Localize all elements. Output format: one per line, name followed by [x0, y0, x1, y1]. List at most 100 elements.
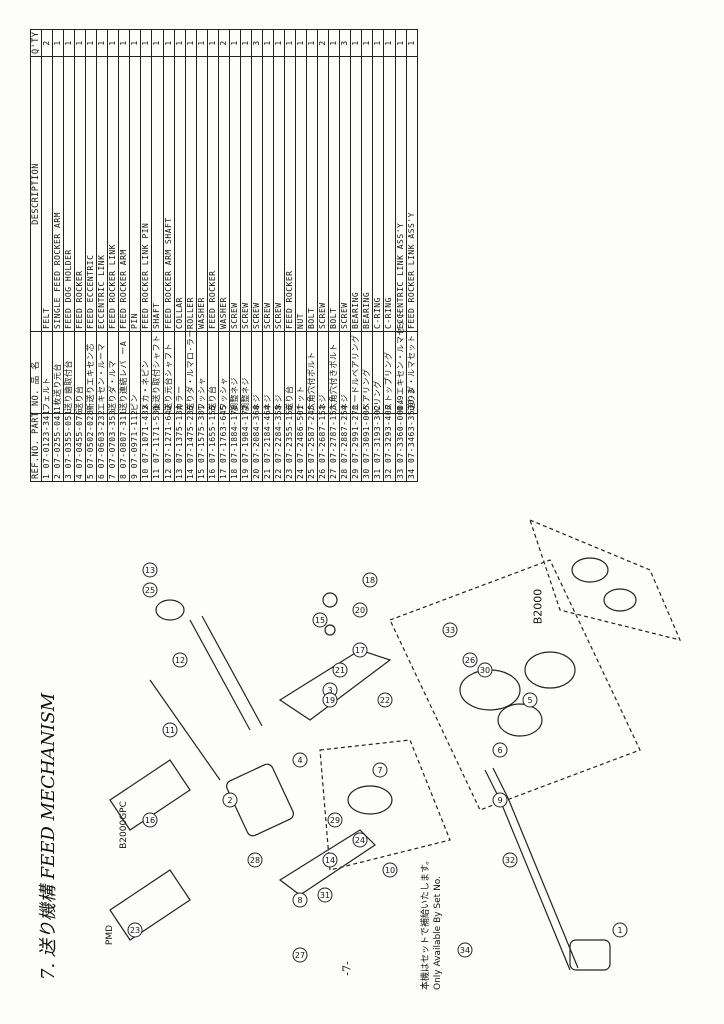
ref-no: 1 [42, 473, 52, 479]
ref-no: 8 [119, 473, 129, 479]
cell-description: SCREW [339, 56, 351, 332]
ref-no: 27 [329, 468, 339, 479]
part-no: 07-0971-112 [130, 409, 140, 469]
cell-qty: 1 [140, 29, 152, 57]
cell-qty: 3 [251, 29, 263, 57]
cell-description: WASHER [218, 56, 230, 332]
cell-jp-name: メカ・ネピン [140, 331, 152, 414]
callout-circle [142, 582, 158, 598]
cell-ref-part: 34 07-3463-3530-2 [406, 389, 418, 482]
cell-qty: 2 [218, 29, 230, 57]
cell-qty: 1 [350, 29, 362, 57]
callout-number: 32 [505, 856, 515, 865]
ref-no: 3 [64, 473, 74, 479]
parts-table-area: REF.NO. PART NO. 品 名 DESCRIPTION Q'TY 1 … [30, 29, 418, 482]
part-no: 07-1171-531 [152, 404, 162, 464]
cell-ref-part: 29 07-2991-270 [350, 405, 362, 482]
cell-qty: 1 [240, 29, 252, 57]
table-header-row: REF.NO. PART NO. 品 名 DESCRIPTION Q'TY [30, 29, 42, 482]
parts-table: REF.NO. PART NO. 品 名 DESCRIPTION Q'TY 1 … [30, 29, 418, 482]
cell-description: FEED DOG HOLDER [63, 56, 75, 332]
cell-qty: 1 [372, 29, 384, 57]
collar [155, 599, 185, 621]
cell-description: FEED ROCKER [74, 56, 86, 332]
callout-circle [332, 662, 348, 678]
col-ref-part: REF.NO. PART NO. [30, 389, 42, 482]
part-no: 07-2887-254 [340, 404, 350, 464]
cell-description: SCREW [317, 56, 329, 332]
callout-number: 28 [250, 856, 260, 865]
cell-jp-name: ワッシャ [196, 331, 208, 414]
part-no: 07-1984-177 [240, 404, 250, 464]
part-no: 07-0502-028 [86, 409, 96, 469]
cell-jp-name: エキセン・ルーマ [96, 331, 108, 414]
callout-number: 17 [355, 646, 365, 655]
callout-circle [327, 812, 343, 828]
ref-no: 19 [240, 468, 250, 479]
ref-no: 5 [86, 473, 96, 479]
callout-circle [462, 652, 478, 668]
ref-no: 32 [384, 468, 394, 479]
cell-description: FEED ECCENTRIC [85, 56, 97, 332]
feed-rocker-arm [278, 829, 376, 896]
callout-circle [492, 792, 508, 808]
callout-number: 9 [497, 796, 502, 805]
cell-ref-part: 19 07-1984-177 [240, 405, 252, 482]
part-no: 07-0807-311 [119, 409, 129, 469]
cell-jp-name: 送り歯取付台 [63, 331, 75, 414]
cell-ref-part: 24 07-2486-501 [295, 405, 307, 482]
cell-ref-part: 26 07-2687-151 [317, 405, 329, 482]
callout-number: 24 [355, 836, 365, 845]
cell-description: SCREW [240, 56, 252, 332]
cell-description: ROLLER [185, 56, 197, 332]
cell-qty: 1 [163, 29, 175, 57]
part-no: 07-2184-464 [262, 404, 272, 464]
cell-jp-name: 0.9エキセン・ルマセット [395, 310, 407, 414]
cell-qty: 1 [306, 29, 318, 57]
part-no: 07-0455-076 [75, 409, 85, 469]
rocker-arm-shaft [189, 619, 251, 731]
cell-ref-part: 20 07-2084-366 [251, 405, 263, 482]
cell-jp-name: 調整ネジ [240, 331, 252, 414]
callout-number: 29 [330, 816, 340, 825]
cell-ref-part: 2 07-0255-041 [52, 410, 64, 482]
callout-circle [317, 887, 333, 903]
col-description: DESCRIPTION [30, 56, 42, 332]
cell-jp-name: 新送りエキセン芯 [85, 331, 97, 414]
callout-circle [312, 612, 328, 628]
cell-description: FELT [41, 56, 53, 332]
cell-qty: 1 [185, 29, 197, 57]
ref-no: 25 [307, 468, 317, 479]
cell-ref-part: 15 07-1575-381 [196, 405, 208, 482]
callout-number: 10 [385, 866, 395, 875]
ref-no: 4 [75, 473, 85, 479]
eccentric-part [459, 669, 521, 711]
ref-no: 21 [262, 468, 272, 479]
cell-description: BEARING [361, 56, 373, 332]
ref-no: 14 [185, 468, 195, 479]
ref-no: 16 [207, 468, 217, 479]
cell-description: BEARING [350, 56, 362, 332]
cell-ref-part: 23 07-2355-156 [284, 405, 296, 482]
cell-ref-part: 5 07-0502-028 [85, 410, 97, 482]
cell-jp-name: 送り元台シャフト [163, 331, 175, 414]
part-no: 07-2787-153 [329, 404, 339, 464]
cell-qty: 1 [63, 29, 75, 57]
section-title: 7. 送り機構 FEED MECHANISM [38, 692, 59, 980]
callout-circle [292, 752, 308, 768]
ref-no: 15 [196, 468, 206, 479]
cell-ref-part: 4 07-0455-076 [74, 410, 86, 482]
part-no: 07-0703-353 [108, 409, 118, 469]
